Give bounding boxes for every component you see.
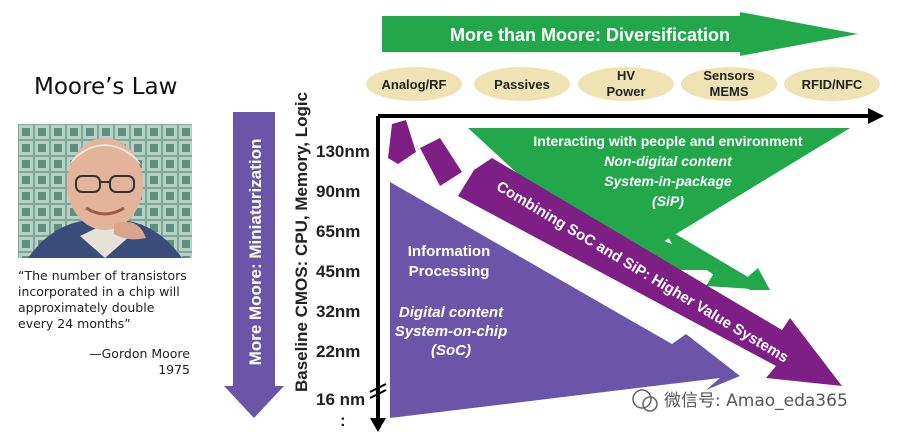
quote-attribution: —Gordon Moore 1975: [18, 346, 190, 378]
pill-rfid-nfc: [784, 67, 880, 101]
y-axis-arrowhead: [370, 418, 386, 432]
page-title: Moore’s Law: [34, 74, 178, 100]
node-130nm: 130nm: [316, 142, 370, 161]
pill-rfid-nfc-label: RFID/NFC: [802, 77, 863, 92]
sip-line2: Non-digital content: [604, 153, 733, 169]
sip-line3: System-in-package: [604, 173, 732, 189]
pill-sensors-mems: [681, 67, 777, 101]
more-moore-arrow: More Moore: Miniaturization: [224, 112, 284, 418]
soc-line2: Processing: [409, 263, 490, 280]
node-labels: 130nm 90nm 65nm 45nm 32nm 22nm 16 nm :: [316, 142, 370, 430]
combining-band: [458, 158, 842, 386]
watermark-text: 微信号: Amao_eda365: [664, 391, 848, 411]
baseline-cmos-label: Baseline CMOS: CPU, Memory, Logic: [292, 92, 311, 392]
dash-2: [420, 138, 462, 186]
moore-quote: “The number of transistors incorporated …: [18, 268, 187, 331]
node-65nm: 65nm: [316, 222, 360, 241]
node-45nm: 45nm: [316, 262, 360, 281]
quote-author: —Gordon Moore: [89, 346, 190, 361]
node-ellipsis: :: [340, 411, 346, 430]
sip-green-block: Interacting with people and environment …: [468, 128, 850, 290]
more-than-moore-label: More than Moore: Diversification: [450, 25, 730, 45]
node-32nm: 32nm: [316, 302, 360, 321]
soc-line3: Digital content: [399, 304, 504, 321]
node-22nm: 22nm: [316, 342, 360, 361]
soc-line4: System-on-chip: [395, 323, 508, 340]
pill-mems-label: MEMS: [710, 84, 749, 99]
pill-sensors-label: Sensors: [703, 68, 754, 83]
node-90nm: 90nm: [316, 182, 360, 201]
pill-passives-label: Passives: [494, 77, 550, 92]
more-than-moore-arrow: More than Moore: Diversification: [382, 12, 858, 56]
sip-line1: Interacting with people and environment: [533, 133, 802, 149]
category-pills: Analog/RF Passives HV Power Sensors MEMS…: [366, 67, 880, 101]
sip-line4: (SiP): [652, 193, 684, 209]
gordon-moore-photo: [18, 124, 192, 258]
wechat-icon: [632, 389, 652, 409]
quote-year: 1975: [158, 362, 190, 377]
watermark: 微信号: Amao_eda365: [632, 389, 848, 412]
soc-line5: (SoC): [431, 342, 471, 359]
pill-analog-rf: [366, 67, 462, 101]
soc-purple-block: Information Processing Digital content S…: [390, 182, 740, 418]
axis-break-2: [369, 389, 387, 399]
pill-hv-power: [578, 67, 674, 101]
dash-1: [388, 120, 416, 164]
soc-line1: Information: [408, 243, 491, 260]
x-axis-arrowhead: [868, 108, 884, 124]
pill-passives: [474, 67, 570, 101]
axes: [369, 108, 884, 432]
pill-analog-rf-label: Analog/RF: [382, 77, 447, 92]
node-16nm: 16 nm: [316, 390, 365, 409]
pill-hv-label: HV: [617, 68, 635, 83]
more-moore-label: More Moore: Miniaturization: [246, 139, 265, 366]
pill-power-label: Power: [606, 84, 645, 99]
axis-break-1: [369, 383, 387, 393]
